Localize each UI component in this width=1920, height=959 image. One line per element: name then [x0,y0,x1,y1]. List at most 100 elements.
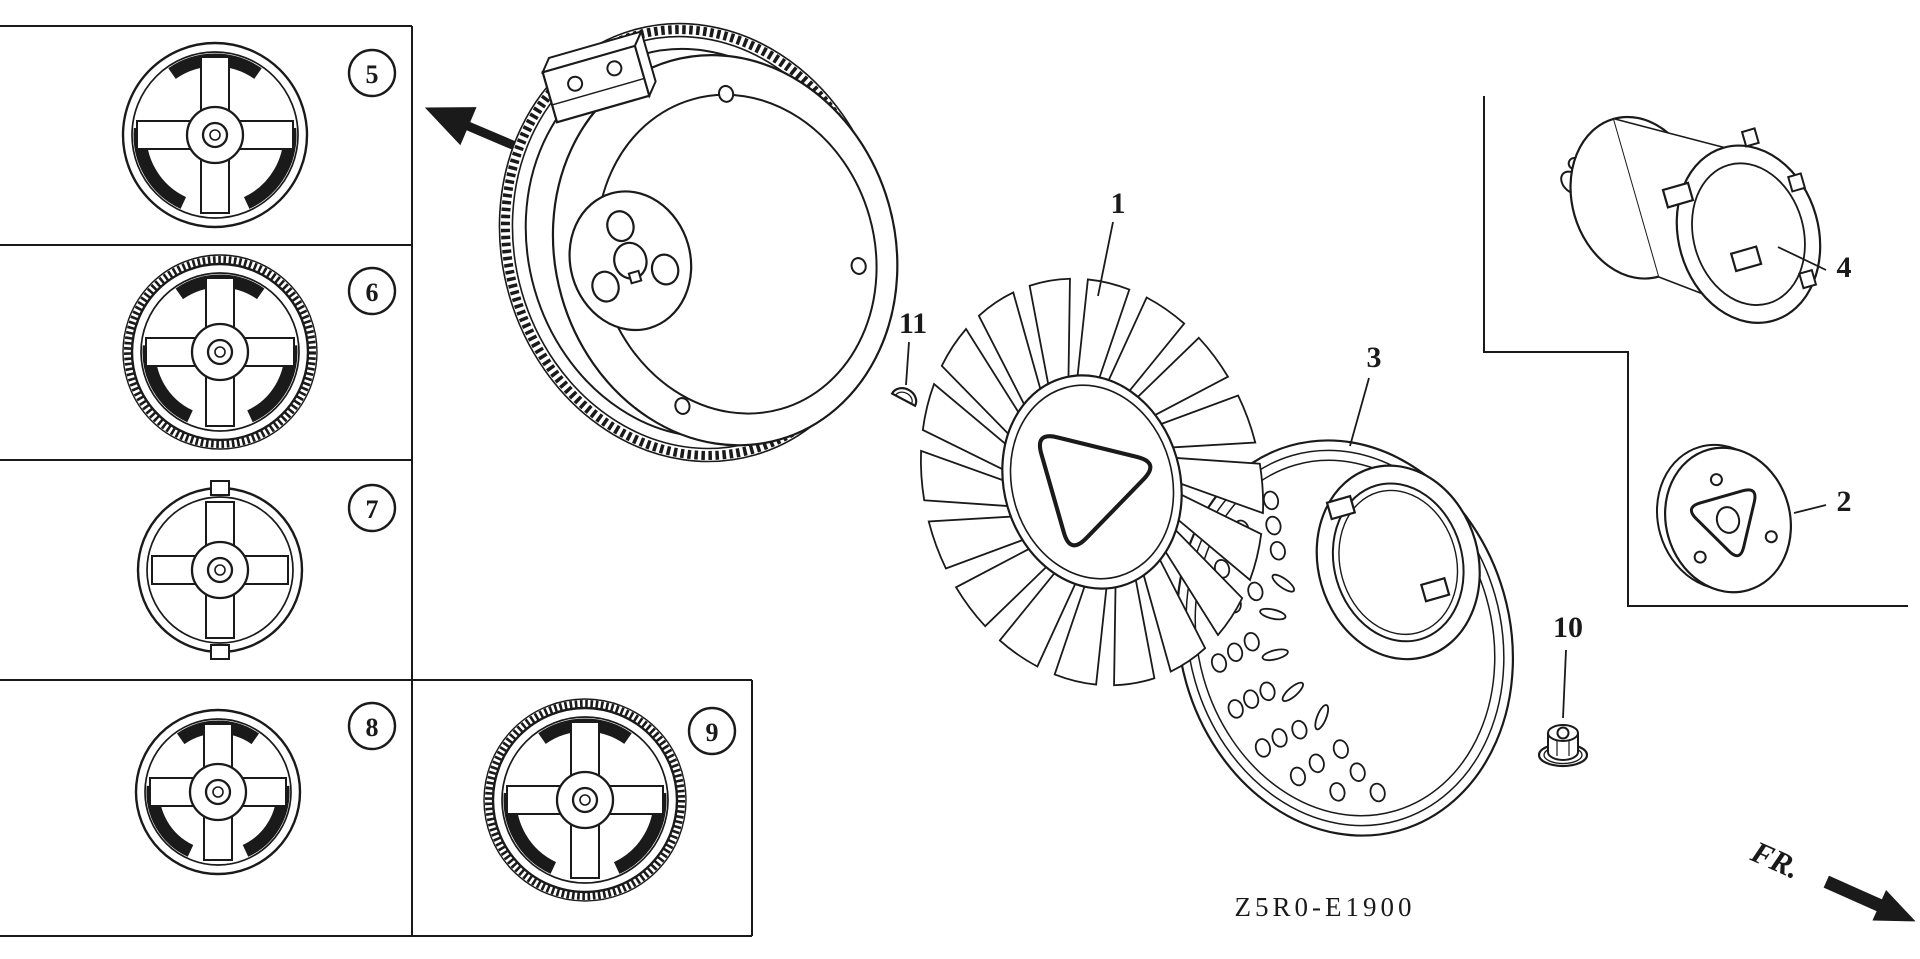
pulley-plate-shape[interactable] [1714,504,1742,535]
callout-11[interactable]: 11 [899,307,927,386]
pulley-hub-cup[interactable] [1294,446,1502,679]
callout-10-number[interactable]: 10 [1553,611,1583,644]
variant-flywheel-6-shape[interactable] [124,256,316,448]
pulley-perforations-shape[interactable] [1243,631,1261,652]
woodruff-key[interactable] [890,384,920,408]
pulley-perforations-shape[interactable] [1328,781,1346,802]
pulley-perforations-shape[interactable] [1270,572,1296,595]
variant-flywheel-7-shape[interactable] [210,480,230,496]
starter-cup-shape[interactable] [1787,172,1807,193]
callout-1[interactable]: 1 [1097,187,1126,297]
variant-number-9[interactable]: 9 [706,718,719,747]
variant-flywheel-9[interactable] [483,698,687,902]
variant-label-8[interactable]: 8 [347,701,397,751]
variant-flywheel-9-shape[interactable] [485,700,685,900]
callout-2-number[interactable]: 2 [1837,485,1852,518]
cooling-fan[interactable] [862,226,1322,738]
pulley-perforations-shape[interactable] [1259,607,1287,622]
flywheel-ring-gear-shape[interactable] [673,396,691,415]
variant-flywheel-6[interactable] [122,254,318,450]
callout-11-leader[interactable] [905,341,910,386]
variant-flywheel-8-shape[interactable] [144,718,292,866]
variant-number-7[interactable]: 7 [366,495,379,524]
starter-cup-shape[interactable] [1798,268,1818,290]
callout-10-leader[interactable] [1562,649,1567,719]
pulley-perforations-shape[interactable] [1308,753,1326,774]
variant-flywheel-5-shape[interactable] [131,51,299,219]
pulley-perforations-shape[interactable] [1269,540,1287,561]
variant-flywheel-8-shape[interactable] [212,786,224,798]
pulley-perforations-shape[interactable] [1254,737,1272,758]
flywheel-hub-shape[interactable] [648,251,681,287]
callout-10[interactable]: 10 [1553,611,1583,719]
pulley-perforations-shape[interactable] [1226,642,1244,663]
starter-cup-shape[interactable] [1729,245,1763,273]
cooling-fan-shape[interactable] [988,366,1196,599]
variant-flywheel-5-shape[interactable] [209,129,221,141]
pulley-perforations-shape[interactable] [1368,782,1386,803]
pulley-perforations-shape[interactable] [1261,647,1289,662]
pulley-perforations-shape[interactable] [1280,680,1306,704]
flywheel-hub-shape[interactable] [604,208,637,244]
variant-flywheel-9-shape[interactable] [571,786,599,814]
variant-number-8[interactable]: 8 [366,713,379,742]
variant-flywheel-8[interactable] [134,708,302,876]
callout-3-leader[interactable] [1349,377,1370,447]
pulley-perforations-shape[interactable] [1258,681,1276,702]
pulley-perforations-shape[interactable] [1348,762,1366,783]
flywheel-ring-gear-shape[interactable] [850,256,868,275]
variant-flywheel-6-shape[interactable] [206,338,234,366]
callout-4-leader[interactable] [1777,246,1827,271]
flange-nut-shape[interactable] [1556,726,1570,740]
callout-4-number[interactable]: 4 [1837,251,1852,284]
starter-cup-shape[interactable] [1661,181,1695,209]
pulley-perforations-shape[interactable] [1289,766,1307,787]
pulley-plate[interactable] [1640,428,1808,609]
pulley-perforations-shape[interactable] [1242,689,1260,710]
pulley-perforations-shape[interactable] [1270,727,1288,748]
variant-flywheel-5-shape[interactable] [201,121,229,149]
variant-number-6[interactable]: 6 [366,278,379,307]
callout-1-number[interactable]: 1 [1111,187,1126,220]
variant-flywheel-9-shape[interactable] [579,794,591,806]
pulley-hub-cup-shape[interactable] [1315,468,1482,657]
pulley-plate-shape[interactable] [1709,473,1724,487]
variant-flywheel-9-shape[interactable] [501,716,669,884]
pulley-perforations-shape[interactable] [1332,738,1350,759]
variant-circle-8[interactable] [347,701,397,751]
variant-number-5[interactable]: 5 [366,60,379,89]
cup-opening[interactable] [1656,128,1840,340]
pulley-plate-shape[interactable] [1693,550,1707,564]
starter-cup-shape[interactable] [1676,150,1821,319]
pulley-perforations-shape[interactable] [1290,719,1308,740]
pulley-plate-shape[interactable] [1764,530,1778,544]
pulley-perforations-shape[interactable] [1264,515,1282,536]
pulley-perforations-shape[interactable] [1226,698,1244,719]
pulley-perforations-shape[interactable] [1246,581,1264,602]
variant-flywheel-6-shape[interactable] [140,272,300,432]
flywheel-ring-gear[interactable] [448,0,945,508]
pulley-hub-cup-shape[interactable] [1322,476,1474,648]
variant-flywheel-6-shape[interactable] [214,346,226,358]
pulley-perforations-shape[interactable] [1262,490,1280,511]
variant-flywheel-8-shape[interactable] [204,778,232,806]
variant-label-7[interactable]: 7 [347,483,397,533]
woodruff-key-shape[interactable] [895,389,915,405]
variant-flywheel-7-shape[interactable] [206,556,234,584]
fan-center-triangle[interactable] [1037,411,1165,548]
variant-flywheel-7-shape[interactable] [214,564,226,576]
variant-circle-5[interactable] [347,48,397,98]
variant-flywheel-7-shape[interactable] [210,644,230,660]
variant-label-6[interactable]: 6 [347,266,397,316]
pulley-perforations-shape[interactable] [1313,703,1331,731]
variant-label-9[interactable]: 9 [687,706,737,756]
starter-pulley-shape[interactable] [1154,424,1536,851]
callout-2-leader[interactable] [1793,504,1827,514]
flywheel-hub-shape[interactable] [627,269,643,285]
starter-cup[interactable] [1545,73,1841,368]
flywheel-ring-gear-shape[interactable] [717,84,735,103]
pulley-hub-cup-shape[interactable] [1325,494,1357,521]
variant-flywheel-7-shape[interactable] [146,496,294,644]
flange-nut[interactable] [1537,724,1589,768]
variant-label-5[interactable]: 5 [347,48,397,98]
